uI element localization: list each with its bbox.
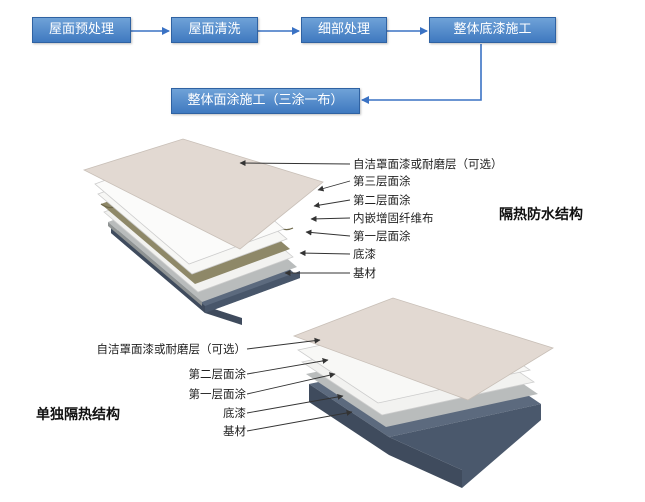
- leaders-upper: [239, 160, 351, 276]
- label-coat-2: 第二层面涂: [353, 193, 411, 207]
- label-coat-1: 第一层面涂: [353, 229, 411, 243]
- label-primer: 底漆: [353, 247, 376, 261]
- flow-step-primer: 整体底漆施工: [429, 17, 556, 43]
- leaders-lower: [246, 337, 353, 432]
- label-substrate: 基材: [353, 266, 376, 280]
- label-fiber-cloth: 内嵌增固纤维布: [353, 211, 434, 225]
- label-substrate-2: 基材: [223, 424, 246, 438]
- label-coat-1-2: 第一层面涂: [188, 387, 247, 401]
- label-coat-2-2: 第二层面涂: [188, 367, 247, 381]
- title-waterproof-structure: 隔热防水结构: [499, 207, 583, 223]
- flow-step-detail: 细部处理: [301, 17, 387, 43]
- layer-top-finish: [82, 138, 324, 250]
- label-top-finish: 自洁罩面漆或耐磨层（可选）: [353, 157, 503, 171]
- label-top-finish-2: 自洁罩面漆或耐磨层（可选）: [96, 342, 247, 356]
- layer-substrate-front: [111, 226, 242, 325]
- stack-waterproof: [82, 138, 324, 325]
- title-single-structure: 单独隔热结构: [36, 407, 120, 423]
- layer-substrate-2-side: [389, 404, 541, 488]
- flow-step-pretreatment: 屋面预处理: [32, 17, 131, 43]
- label-primer-2: 底漆: [223, 406, 246, 420]
- flow-arrow-4: [361, 44, 482, 104]
- flow-step-cleaning: 屋面清洗: [171, 17, 258, 43]
- layer-substrate-side: [205, 271, 300, 313]
- layer-primer-edge: [108, 222, 202, 306]
- stack-single: [292, 297, 554, 488]
- flow-connectors: [131, 27, 482, 104]
- layer-substrate-2-front: [309, 384, 462, 488]
- layer-top-finish-2: [292, 297, 554, 401]
- flow-step-topcoat: 整体面涂施工（三涂一布）: [171, 88, 360, 114]
- label-coat-3: 第三层面涂: [353, 174, 411, 188]
